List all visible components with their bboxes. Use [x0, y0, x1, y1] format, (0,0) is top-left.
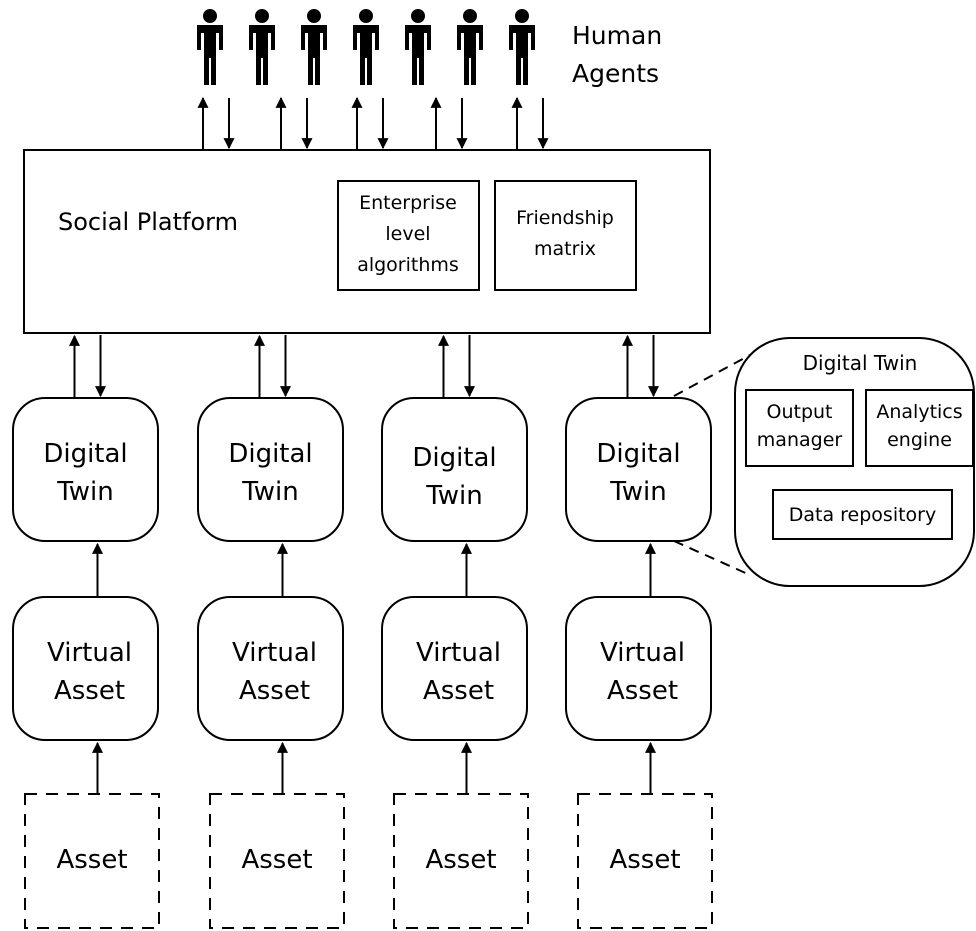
- virtual-asset-box: [381, 596, 528, 741]
- virtual-asset-box: [565, 596, 712, 741]
- human-agents-label-line1: Human: [572, 21, 662, 50]
- human-agent-icon: [197, 9, 223, 85]
- output-manager-line2: manager: [757, 429, 843, 451]
- digital-twin-label-line1: Digital: [43, 439, 127, 469]
- friendship-line2: matrix: [534, 238, 596, 260]
- analytics-engine-line2: engine: [887, 429, 952, 451]
- virtual-asset-box: [12, 596, 159, 741]
- digital-twin-box: [197, 397, 344, 542]
- virtual-asset-label-line1: Virtual: [416, 638, 501, 668]
- analytics-engine-box: [865, 389, 974, 467]
- digital-twin-label-line1: Digital: [228, 439, 312, 469]
- digital-twin-label-line1: Digital: [412, 443, 496, 473]
- virtual-asset-label-line1: Virtual: [47, 638, 132, 668]
- asset-box: [24, 793, 160, 929]
- human-agent-icon: [249, 9, 275, 85]
- digital-twin-label-line2: Twin: [609, 477, 667, 507]
- enterprise-line2: level: [385, 223, 430, 245]
- virtual-asset-label-line1: Virtual: [232, 638, 317, 668]
- output-manager-line1: Output: [767, 401, 833, 423]
- asset-box: [577, 793, 713, 929]
- agent-platform-arrows: [197, 96, 549, 150]
- human-agent-icon: [509, 9, 535, 85]
- social-platform-box: [23, 149, 711, 334]
- enterprise-line1: Enterprise: [359, 192, 457, 214]
- human-agents-group: [197, 9, 535, 85]
- asset-label: Asset: [609, 845, 680, 875]
- asset-box: [209, 793, 345, 929]
- human-agent-icon: [353, 9, 379, 85]
- data-repository-label: Data repository: [789, 504, 936, 526]
- virtual-asset-box: [197, 596, 344, 741]
- virtual-asset-label-line2: Asset: [54, 676, 125, 706]
- data-repository-box: [772, 489, 953, 540]
- asset-box: [393, 793, 529, 929]
- digital-twin-box: [12, 397, 159, 542]
- callout-line-top: [673, 354, 751, 397]
- human-agent-icon: [457, 9, 483, 85]
- enterprise-line3: algorithms: [357, 254, 459, 276]
- asset-columns: DigitalTwinVirtualAssetAssetDigitalTwinV…: [12, 334, 713, 929]
- digital-twin-label-line2: Twin: [56, 477, 114, 507]
- analytics-engine-line1: Analytics: [876, 401, 962, 423]
- virtual-asset-label-line1: Virtual: [600, 638, 685, 668]
- asset-label: Asset: [425, 845, 496, 875]
- enterprise-algorithms-box: [337, 180, 480, 291]
- digital-twin-label-line2: Twin: [425, 481, 483, 511]
- asset-label: Asset: [241, 845, 312, 875]
- human-agent-icon: [405, 9, 431, 85]
- output-manager-box: [745, 389, 854, 467]
- digital-twin-box: [381, 397, 528, 542]
- asset-label: Asset: [56, 845, 127, 875]
- virtual-asset-label-line2: Asset: [239, 676, 310, 706]
- digital-twin-detail-box: [734, 337, 975, 587]
- digital-twin-box: [565, 397, 712, 542]
- human-agent-icon: [301, 9, 327, 85]
- digital-twin-label-line2: Twin: [241, 477, 299, 507]
- human-agents-label-line2: Agents: [572, 59, 659, 88]
- callout-line-bottom: [673, 540, 751, 576]
- virtual-asset-label-line2: Asset: [423, 676, 494, 706]
- digital-twin-label-line1: Digital: [596, 439, 680, 469]
- virtual-asset-label-line2: Asset: [607, 676, 678, 706]
- social-platform-title: Social Platform: [58, 208, 238, 236]
- digital-twin-detail-title: Digital Twin: [803, 351, 918, 375]
- friendship-line1: Friendship: [516, 207, 614, 229]
- friendship-matrix-box: [494, 180, 637, 291]
